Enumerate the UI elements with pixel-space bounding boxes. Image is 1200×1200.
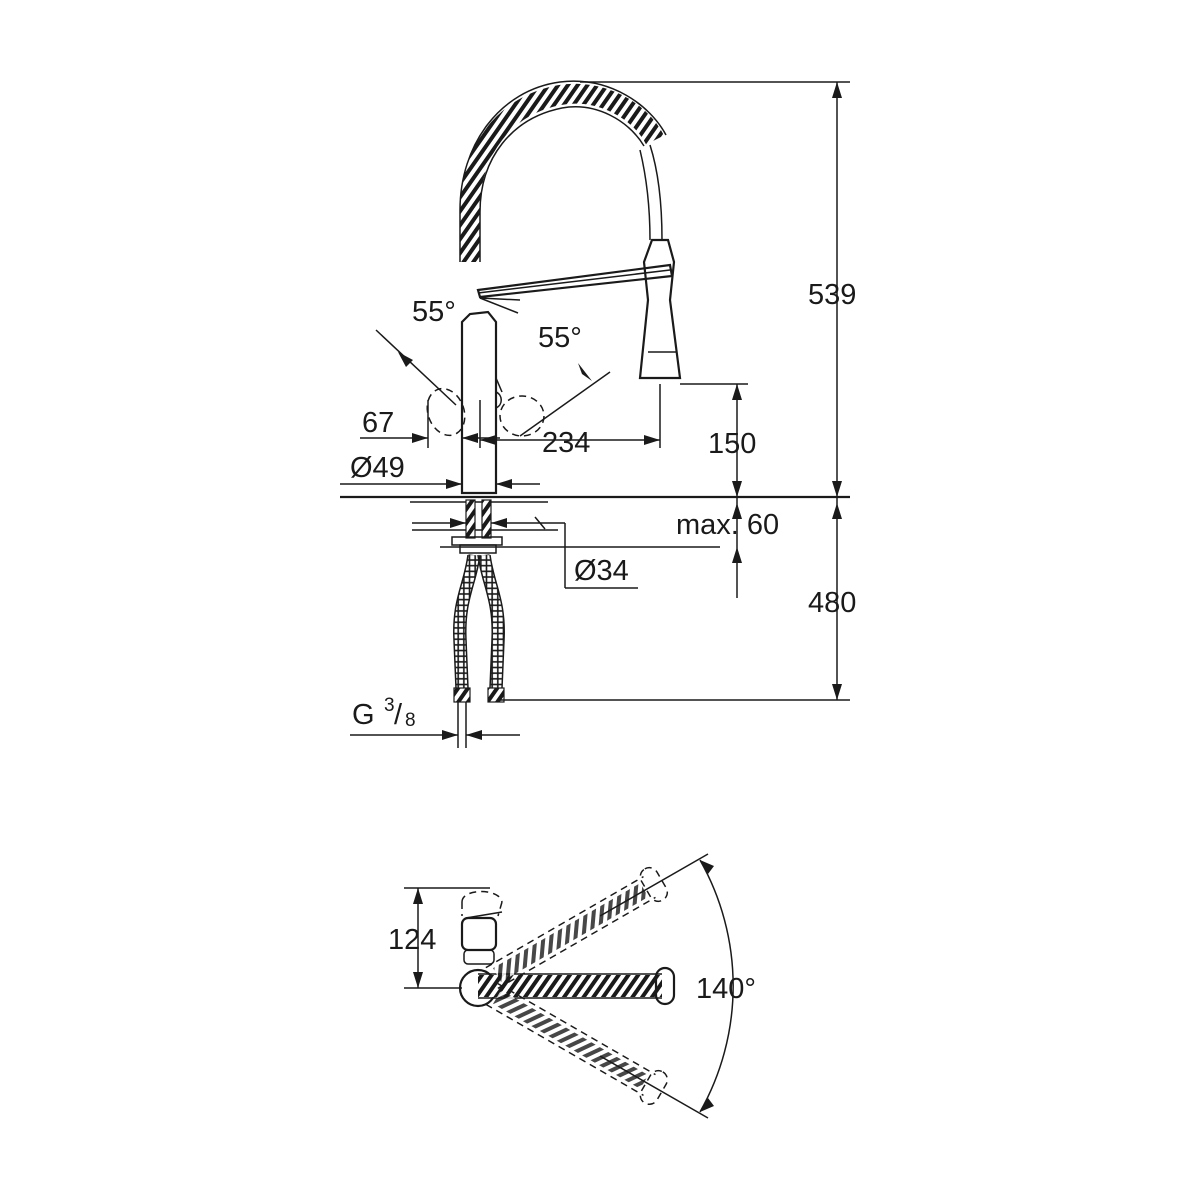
supply-hose-left — [454, 554, 480, 689]
threaded-shank-left — [465, 499, 476, 539]
swivel-arc — [699, 859, 734, 1113]
handle-left-position — [426, 387, 466, 437]
height-total-label: 539 — [808, 279, 856, 311]
angle-right-label: 55° — [538, 322, 582, 354]
top-view: 124 140° — [388, 853, 756, 1119]
hose-fitting-right — [487, 687, 505, 703]
handle-right-position — [499, 395, 545, 437]
spring-coil-outline — [459, 80, 667, 262]
hose-fitting-left — [453, 687, 471, 703]
projection-label: 234 — [542, 427, 590, 459]
hose-length-label: 480 — [808, 587, 856, 619]
connection-prefix-label: G — [352, 699, 375, 731]
hose-to-spray — [649, 144, 663, 241]
swivel-angle-label: 140° — [696, 973, 756, 1005]
depth-label: 124 — [388, 924, 436, 956]
spray-head — [638, 238, 682, 380]
threaded-shank-right — [481, 499, 492, 539]
side-view: 539 150 234 67 Ø49 max. 60 — [340, 80, 856, 748]
faucet-body — [460, 310, 498, 495]
base-diameter-label: Ø49 — [350, 452, 405, 484]
spring-coil — [460, 83, 664, 262]
top-view-handle — [460, 916, 498, 952]
connection-denominator: 8 — [405, 710, 416, 731]
deck-thickness-label: max. 60 — [676, 509, 779, 541]
connection-numerator: 3 — [384, 695, 395, 716]
handle-offset-label: 67 — [362, 407, 394, 439]
connection-slash: / — [394, 699, 403, 731]
hole-diameter-label: Ø34 — [574, 555, 629, 587]
spout-clearance-label: 150 — [708, 428, 756, 460]
angle-left-label: 55° — [412, 296, 456, 328]
supply-hose-right — [478, 554, 504, 689]
